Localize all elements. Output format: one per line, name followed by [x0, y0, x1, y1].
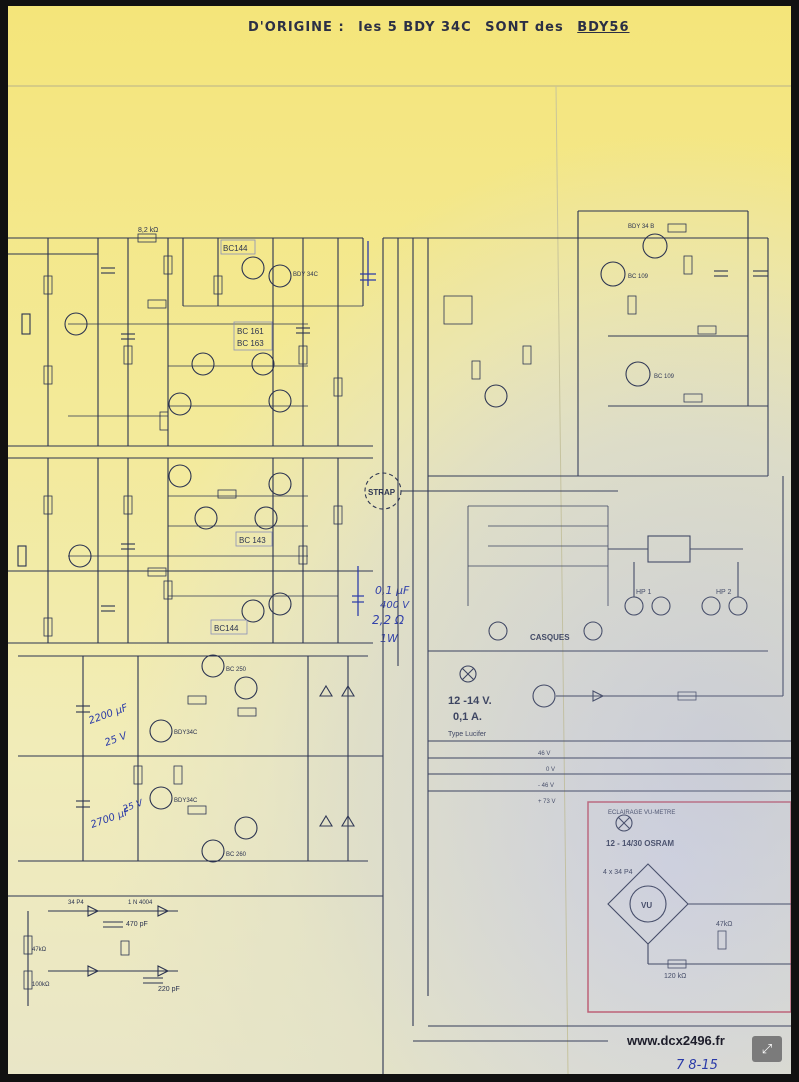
protection-circuit: BDY 34 B BC 109 BC 109: [443, 210, 769, 476]
label-bc161: BC 161: [237, 327, 264, 336]
amp-channel-top: 8,2 kΩ BC144 BDY 34C BC 161 BC 163: [8, 227, 376, 447]
note-cap4: 1W: [380, 632, 399, 645]
note-cap2: 400 V: [380, 600, 410, 611]
page-number: 7 8-15: [676, 1058, 718, 1073]
label-bdy34c-a: BDY 34C: [293, 272, 319, 278]
expand-icon[interactable]: ⤢: [752, 1036, 782, 1062]
label-c220: 220 pF: [158, 986, 180, 993]
label-v73: + 73 V: [538, 799, 556, 805]
label-bc163: BC 163: [237, 339, 264, 348]
header-target: BDY56: [577, 20, 630, 35]
label-v0: 0 V: [546, 767, 555, 773]
header-prefix: D'ORIGINE :: [248, 20, 345, 35]
schematic-drawing: 8,2 kΩ BC144 BDY 34C BC 161 BC 163: [8, 85, 791, 1074]
label-eclairage: ECLAIRAGE VU-METRE: [608, 810, 675, 816]
header-mid: les 5 BDY 34C: [358, 20, 472, 35]
output-switch-section: STRAP CASQUES HP 1 HP 2: [364, 237, 768, 1074]
label-v46n: - 46 V: [538, 783, 554, 789]
header-note: D'ORIGINE : les 5 BDY 34C SONT des BDY56: [248, 20, 638, 35]
label-bc144-top: BC144: [223, 244, 248, 253]
label-bc109b: BC 109: [654, 374, 675, 380]
label-lamp-v: 12 -14 V.: [448, 695, 492, 707]
label-strap: STRAP: [368, 488, 396, 497]
label-bc260: BC 260: [226, 852, 247, 858]
label-casques: CASQUES: [530, 633, 570, 642]
vu-meter-box: ECLAIRAGE VU-METRE 12 - 14/30 OSRAM 4 x …: [587, 801, 791, 1013]
label-c470: 470 pF: [126, 921, 148, 928]
label-lamp-type: Type Lucifer: [448, 731, 487, 738]
label-hp2: HP 2: [716, 589, 732, 596]
label-diode2: 1 N 4004: [128, 900, 153, 906]
power-supply: BC 250 BC 260 BDY34C BDY34C 2200 µF 25 V…: [18, 654, 383, 863]
label-r47k-vu: 47kΩ: [716, 921, 733, 928]
label-r47k: 47kΩ: [32, 947, 47, 953]
note-elec4: 25 V: [122, 798, 145, 815]
label-bridge: 4 x 34 P4: [603, 869, 633, 876]
lamp-and-rails: 12 -14 V. 0,1 A. Type Lucifer 46 V 0 V -…: [428, 476, 791, 805]
label-r100k: 100kΩ: [32, 982, 50, 988]
note-cap3: 2,2 Ω: [372, 613, 405, 627]
label-lamp-a: 0,1 A.: [453, 711, 482, 723]
label-r-top: 8,2 kΩ: [138, 227, 158, 234]
amp-channel-bottom: BC 143 BC144 0,1 µF 400 V 2,2 Ω 1W: [8, 457, 410, 645]
watermark: www.dcx2496.fr: [627, 1033, 725, 1048]
label-bdy34c-b: BDY34C: [174, 730, 198, 736]
rectifier-section: 34 P4 1 N 4004 470 pF 220 pF 47kΩ 100kΩ: [8, 895, 383, 1006]
label-vu: VU: [641, 901, 652, 910]
label-v46: 46 V: [538, 751, 550, 757]
label-r120k: 120 kΩ: [664, 973, 686, 980]
header-verb: SONT des: [485, 20, 564, 35]
label-bdy34c-c: BDY34C: [174, 798, 198, 804]
label-bc143: BC 143: [239, 536, 266, 545]
label-bdy34b: BDY 34 B: [628, 224, 654, 230]
note-cap1: 0,1 µF: [375, 584, 410, 597]
label-bc144-bottom: BC144: [214, 624, 239, 633]
schematic-sheet: D'ORIGINE : les 5 BDY 34C SONT des BDY56: [8, 6, 791, 1074]
label-hp1: HP 1: [636, 589, 652, 596]
label-bc109: BC 109: [628, 274, 649, 280]
label-osram: 12 - 14/30 OSRAM: [606, 839, 674, 848]
label-diode1: 34 P4: [68, 900, 84, 906]
label-bc250: BC 250: [226, 667, 247, 673]
note-elec2: 25 V: [103, 730, 129, 749]
note-elec1: 2200 µF: [87, 702, 129, 726]
